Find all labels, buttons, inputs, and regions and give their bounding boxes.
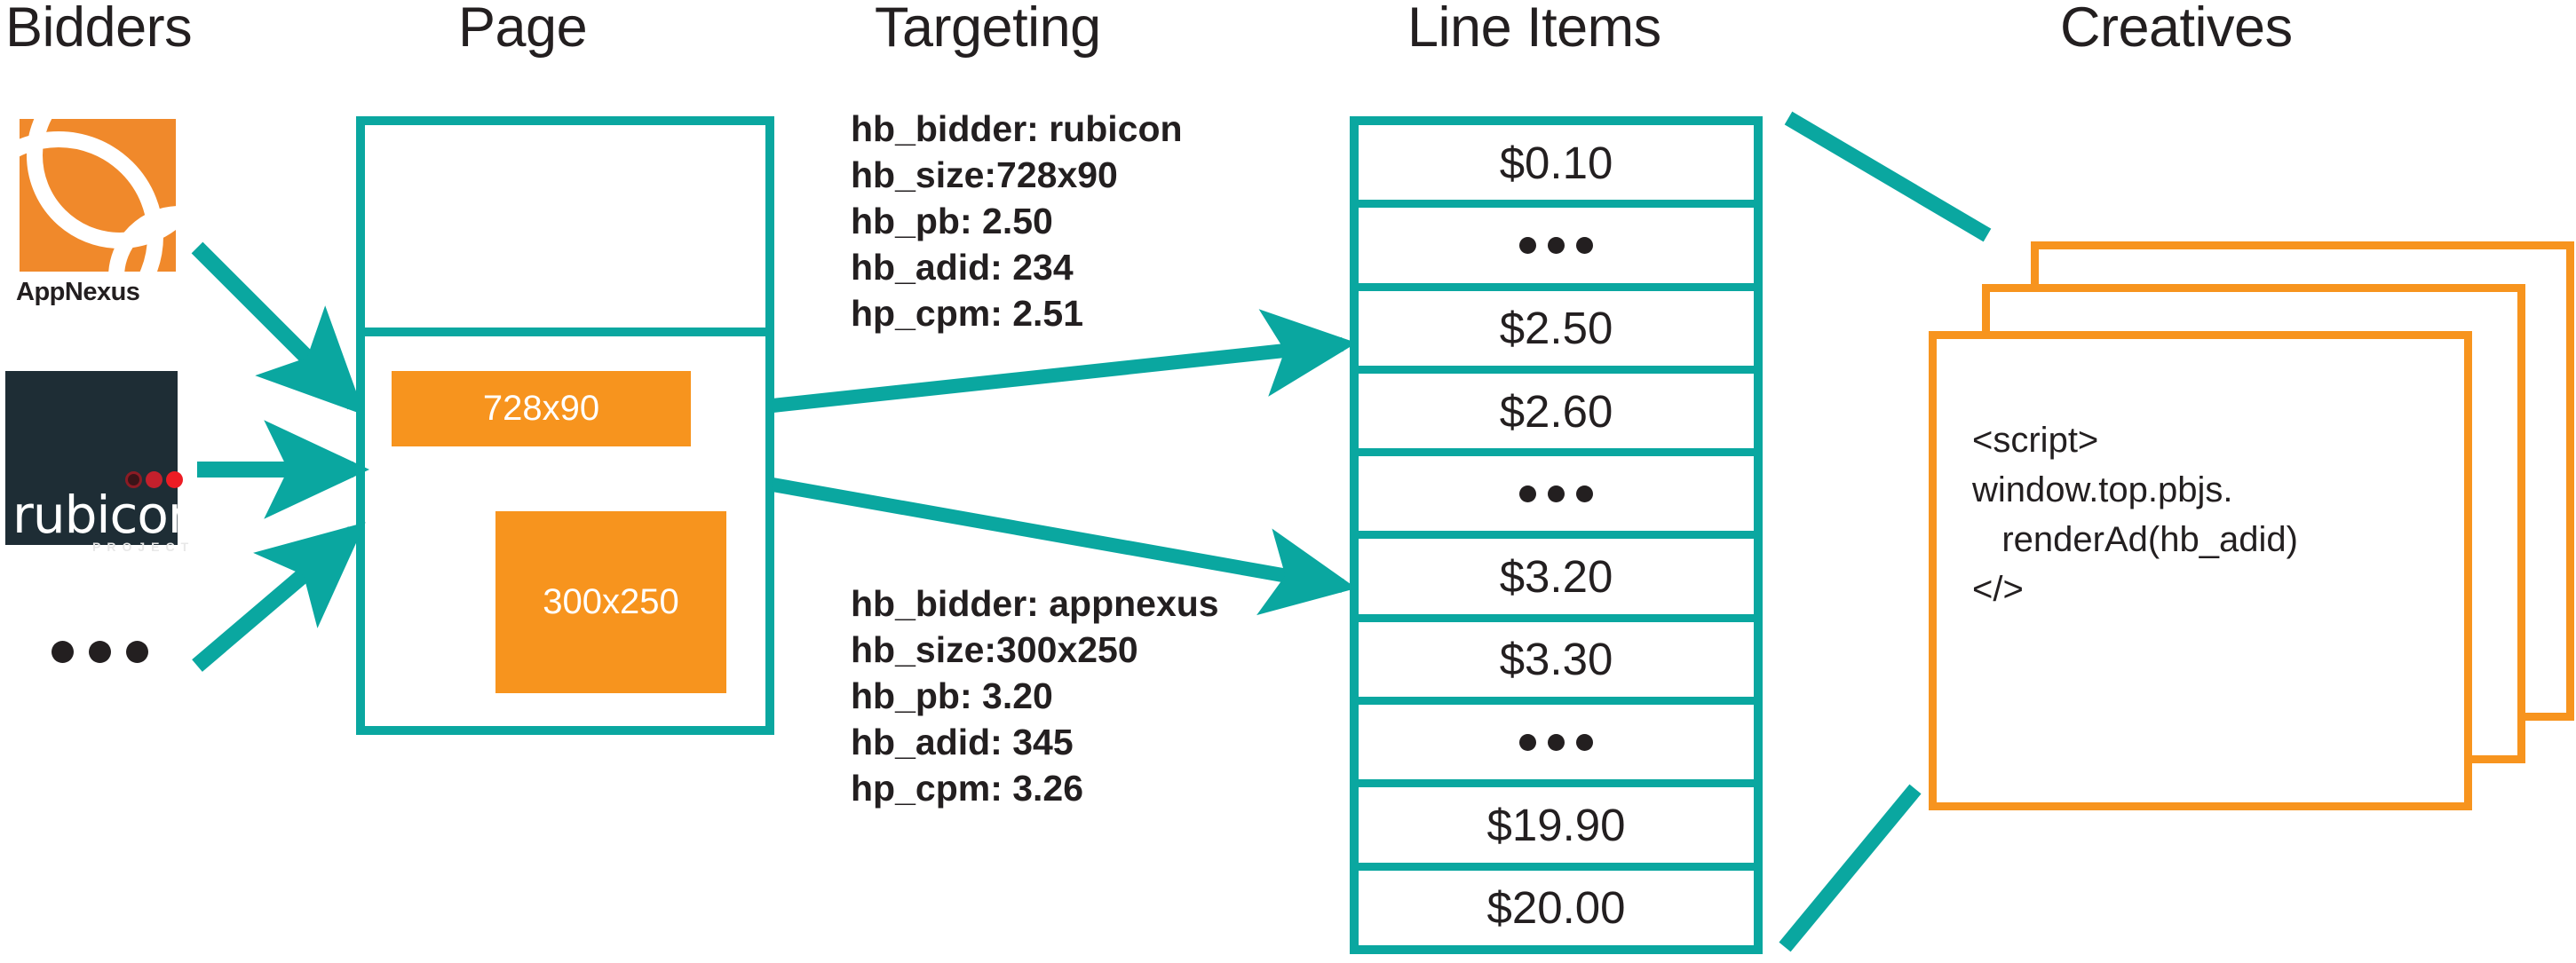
line-item-value: $3.20 <box>1499 551 1613 603</box>
line-item-row[interactable]: $3.30 <box>1359 621 1754 698</box>
ad-slot-300x250-label: 300x250 <box>543 582 679 621</box>
line-item-value: $2.50 <box>1499 303 1613 354</box>
connector-line-items-to-creatives-bottom <box>1779 784 1922 952</box>
targeting-line: hb_bidder: appnexus <box>851 583 1219 624</box>
connector-line-items-to-creatives-top <box>1784 111 1992 242</box>
creative-code-line: <script> <box>1972 421 2099 460</box>
line-item-value: $0.10 <box>1499 137 1613 188</box>
line-item-row[interactable]: $0.10 <box>1359 125 1754 201</box>
targeting-line: hp_cpm: 3.26 <box>851 768 1084 809</box>
line-item-row[interactable]: $20.00 <box>1359 870 1754 945</box>
appnexus-label: AppNexus <box>16 278 140 306</box>
line-item-row <box>1359 456 1754 532</box>
arrow-appnexus-to-page <box>191 241 365 415</box>
line-item-row[interactable]: $2.50 <box>1359 290 1754 366</box>
targeting-line: hb_adid: 234 <box>851 247 1074 288</box>
arrow-page-to-line-item-320 <box>771 478 1357 616</box>
targeting-line: hb_size:300x250 <box>851 629 1138 670</box>
column-header-line-items: Line Items <box>1407 0 1661 59</box>
creative-code-line: renderAd(hb_adid) <box>1972 520 2298 559</box>
bidders-ellipsis-icon <box>52 641 148 663</box>
line-item-value: $19.90 <box>1486 800 1626 851</box>
creative-code-line: window.top.pbjs. <box>1972 470 2233 509</box>
line-item-row <box>1359 208 1754 283</box>
line-item-ellipsis-icon <box>1519 236 1593 254</box>
line-item-value: $2.60 <box>1499 385 1613 437</box>
column-header-bidders: Bidders <box>5 0 193 59</box>
line-item-ellipsis-icon <box>1519 485 1593 502</box>
line-item-row[interactable]: $2.60 <box>1359 373 1754 449</box>
appnexus-logo-icon <box>20 119 176 272</box>
targeting-line: hb_pb: 2.50 <box>851 201 1053 241</box>
targeting-line: hb_pb: 3.20 <box>851 675 1053 716</box>
targeting-line: hb_bidder: rubicon <box>851 108 1183 149</box>
line-item-value: $3.30 <box>1499 634 1613 685</box>
line-item-ellipsis-icon <box>1519 733 1593 751</box>
ad-slot-300x250[interactable]: 300x250 <box>495 511 726 693</box>
targeting-line: hp_cpm: 2.51 <box>851 293 1084 334</box>
targeting-line: hb_size:728x90 <box>851 154 1118 195</box>
creative-code-line: </> <box>1972 570 2024 609</box>
arrow-page-to-line-item-250 <box>772 309 1357 413</box>
line-item-row[interactable]: $3.20 <box>1359 539 1754 614</box>
ad-slot-728x90[interactable]: 728x90 <box>392 371 691 446</box>
targeting-block-appnexus: hb_bidder: appnexus hb_size:300x250 hb_p… <box>851 580 1219 811</box>
rubicon-project-logo-icon: rubicon PROJECT <box>5 371 201 554</box>
line-item-row[interactable]: $19.90 <box>1359 787 1754 863</box>
column-header-creatives: Creatives <box>2060 0 2293 59</box>
rubicon-sublabel: PROJECT <box>92 540 195 554</box>
creative-card-front[interactable]: <script> window.top.pbjs. renderAd(hb_ad… <box>1929 331 2472 810</box>
rubicon-wordmark: rubicon <box>12 485 201 545</box>
arrow-more-bidders-to-page <box>192 522 366 672</box>
column-header-page: Page <box>458 0 588 59</box>
targeting-line: hb_adid: 345 <box>851 722 1074 762</box>
targeting-block-rubicon: hb_bidder: rubicon hb_size:728x90 hb_pb:… <box>851 106 1183 336</box>
line-item-row <box>1359 705 1754 780</box>
line-items-table: $0.10 $2.50 $2.60 $3.20 $3.30 $19.90 $20… <box>1350 116 1763 954</box>
column-header-targeting: Targeting <box>875 0 1101 59</box>
ad-slot-728x90-label: 728x90 <box>482 389 600 428</box>
line-item-value: $20.00 <box>1486 882 1626 934</box>
